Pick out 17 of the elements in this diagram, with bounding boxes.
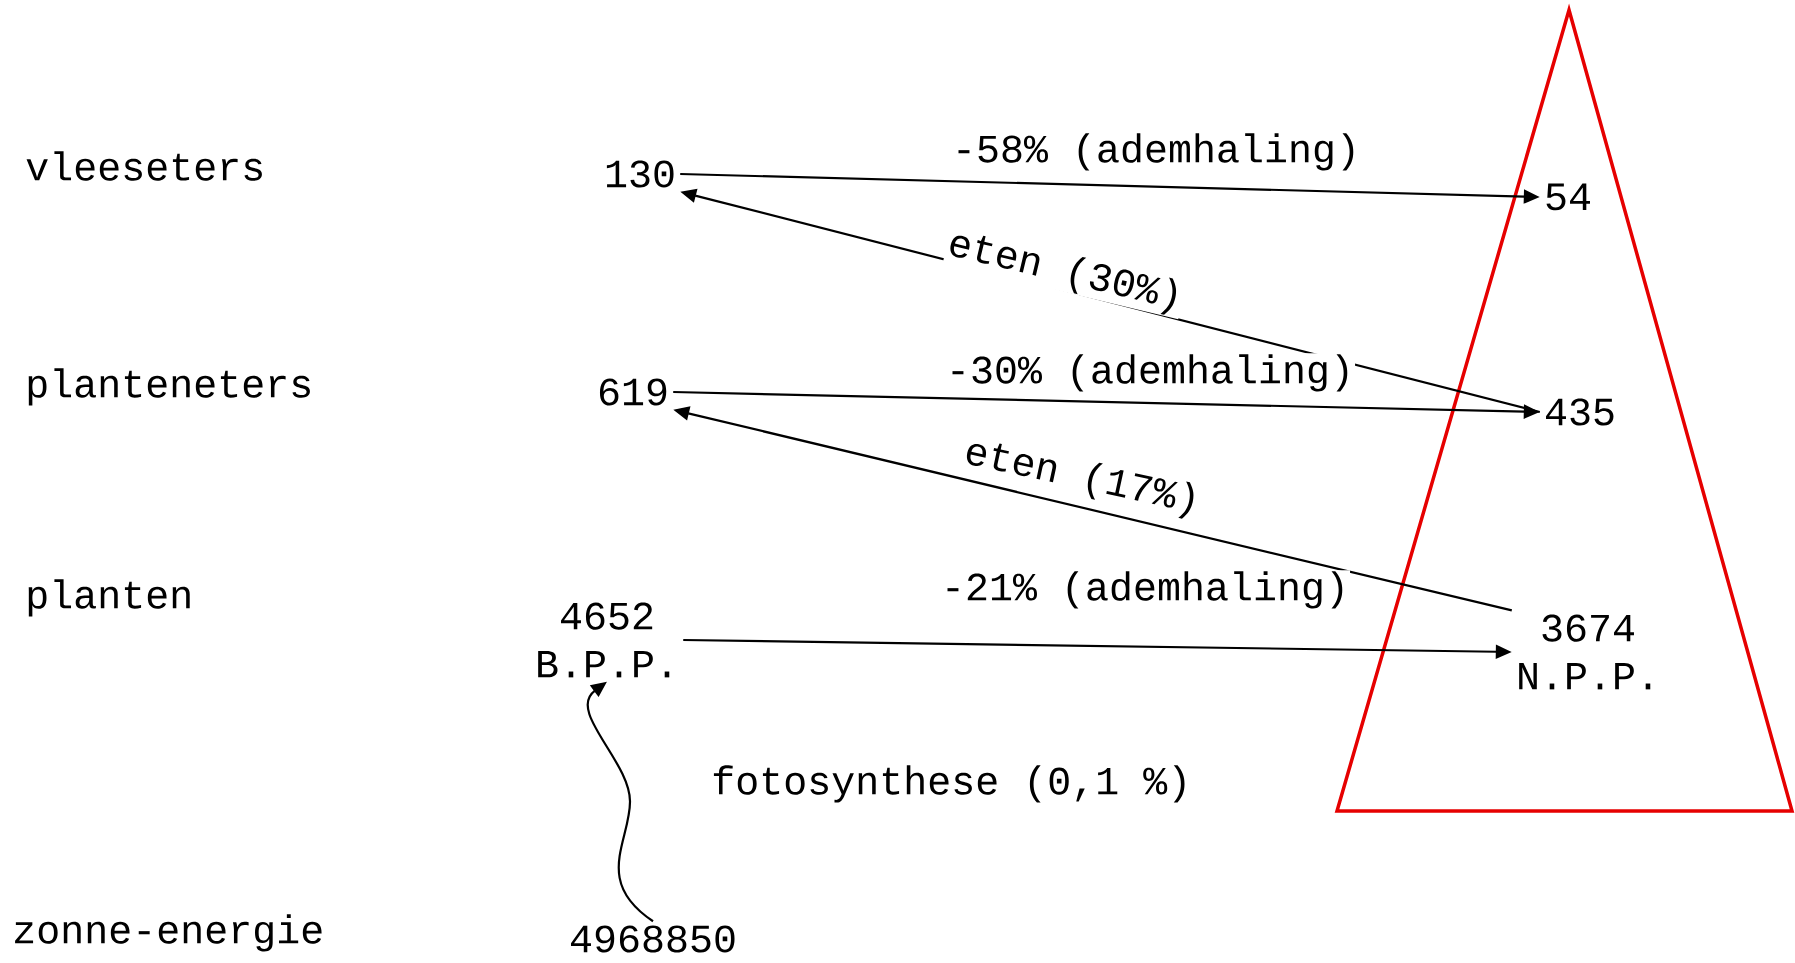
value-text: 3674 N.P.P.	[1519, 614, 1651, 690]
row-label: vleeseters	[26, 151, 262, 181]
edge-label: eten (17%)	[959, 433, 1205, 523]
edge-label: eten (30%)	[942, 224, 1188, 320]
edge-label: fotosynthese (0,1 %)	[710, 764, 1193, 804]
row-label: zonne-energie	[15, 914, 322, 952]
value-text: 4968850	[571, 925, 735, 953]
edge-label: -58% (ademhaling)	[951, 132, 1362, 172]
value-text: 54	[1546, 183, 1590, 211]
value-text: 435	[1546, 398, 1614, 426]
edge-label: -30% (ademhaling)	[945, 353, 1356, 393]
value-text: 4652 B.P.P.	[538, 602, 670, 678]
row-label: planten	[28, 579, 190, 617]
edge-label: -21% (ademhaling)	[940, 570, 1351, 610]
value-text: 130	[606, 160, 674, 188]
value-text: 619	[599, 378, 667, 406]
row-label: planteneters	[28, 368, 310, 406]
